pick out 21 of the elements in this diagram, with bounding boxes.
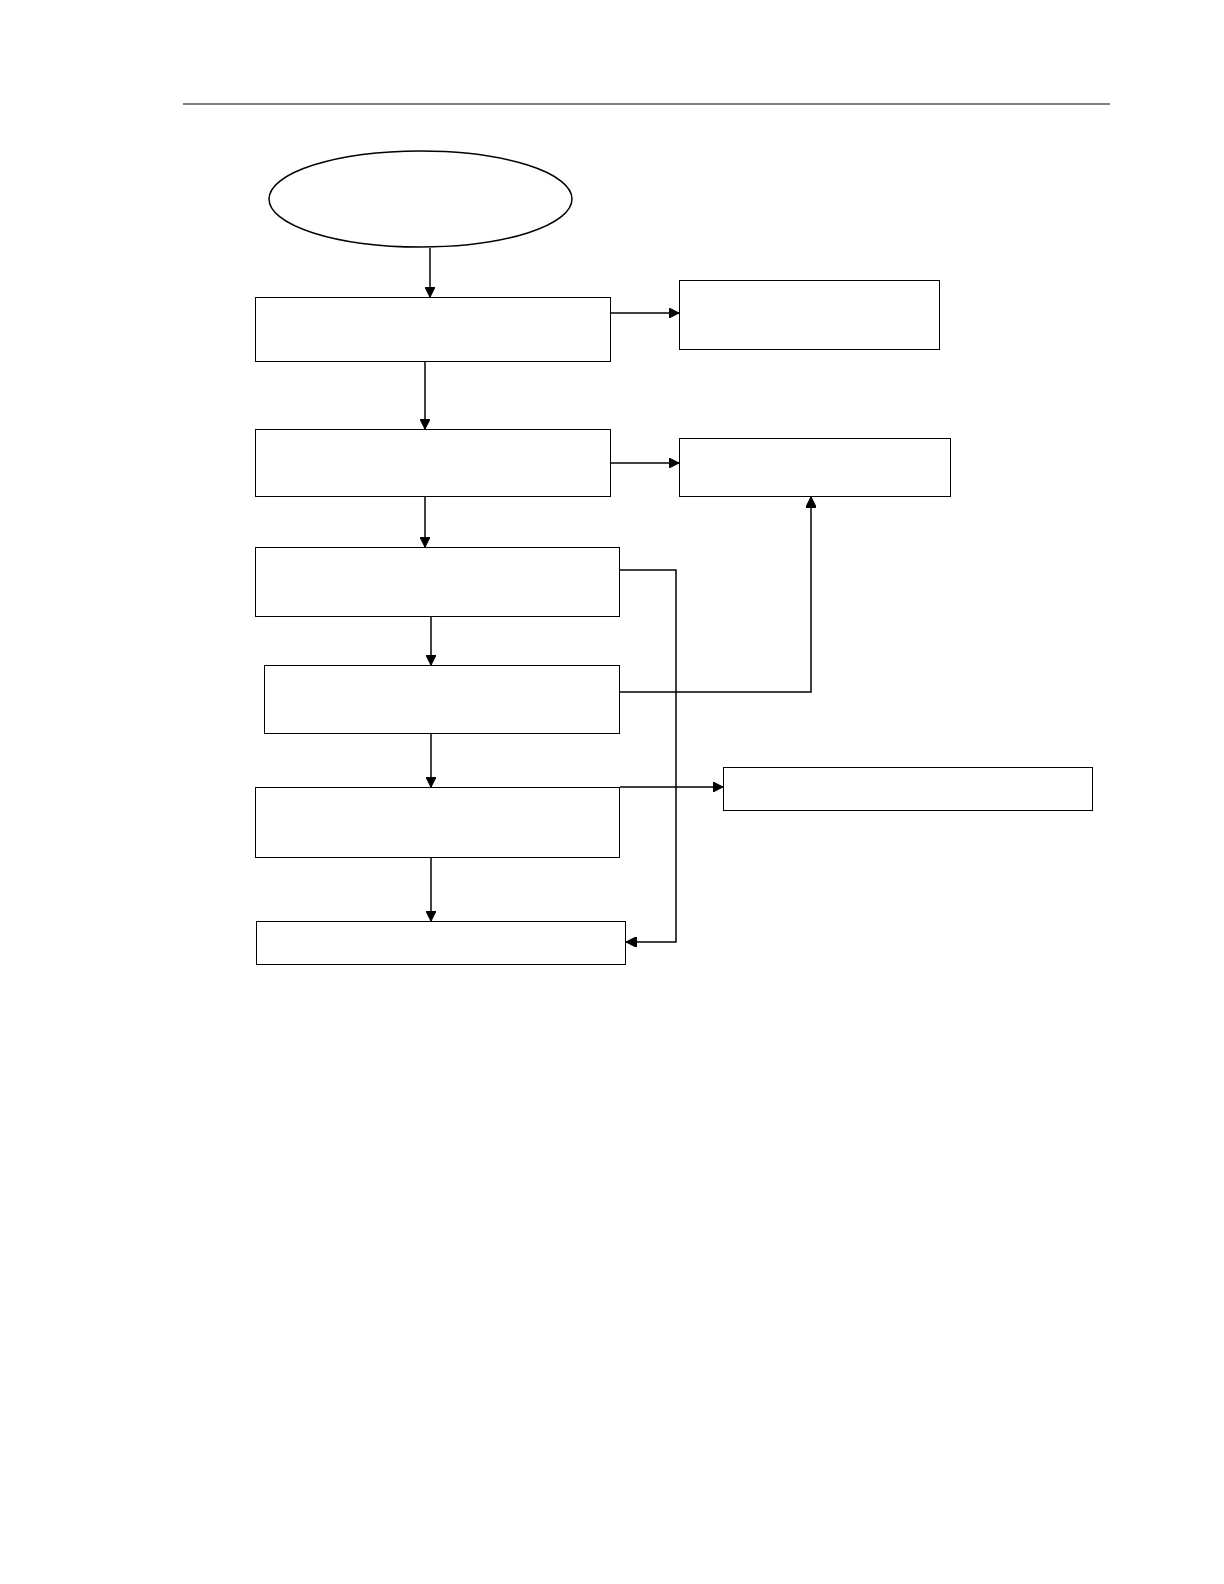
start-ellipse — [268, 150, 573, 248]
arrow — [424, 247, 436, 298]
arrow — [419, 361, 431, 430]
process-box — [256, 921, 626, 965]
process-box — [679, 280, 940, 350]
process-box — [264, 665, 620, 734]
process-box — [255, 429, 611, 497]
process-box — [255, 297, 611, 362]
arrow — [619, 569, 677, 948]
arrow — [619, 781, 724, 793]
process-box — [255, 547, 620, 617]
arrow — [425, 733, 437, 788]
process-box — [255, 787, 620, 858]
arrow — [425, 857, 437, 922]
arrow — [425, 616, 437, 666]
arrow — [610, 307, 680, 319]
arrow — [419, 496, 431, 548]
arrow — [619, 496, 817, 693]
process-box — [723, 767, 1093, 811]
arrow — [610, 457, 680, 469]
process-box — [679, 438, 951, 497]
